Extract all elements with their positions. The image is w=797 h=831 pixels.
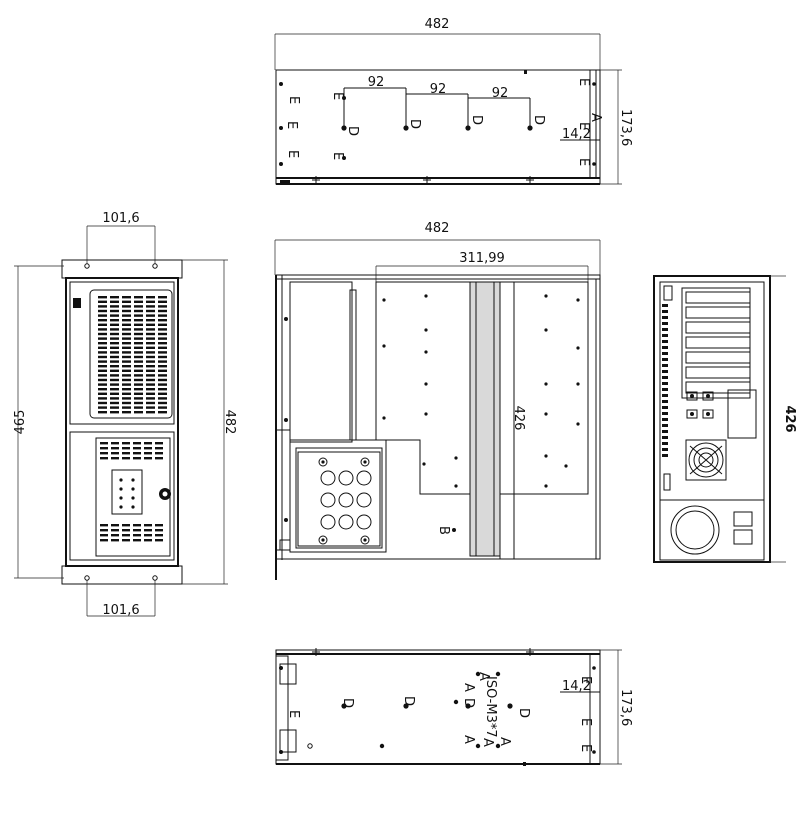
- bottom-hole-a-5: A: [497, 737, 512, 746]
- side-board-holes: [382, 294, 580, 488]
- top-pitch-2-label: 92: [430, 82, 447, 97]
- bottom-hole-e-4: E: [578, 744, 593, 752]
- bottom-hole-d-2: D: [401, 696, 416, 706]
- top-hole-e-8: E: [576, 158, 591, 166]
- rear-vents: [662, 304, 668, 457]
- top-pitch-3-label: 92: [492, 86, 509, 101]
- expansion-slots: [685, 291, 751, 394]
- top-hole-a-1: A: [588, 113, 603, 122]
- bottom-hole-a-1: A: [461, 683, 476, 692]
- front-right-height-label: 482: [222, 410, 237, 435]
- top-hole-e-2: E: [284, 121, 299, 129]
- top-hole-e-7: E: [576, 122, 591, 130]
- top-hole-e-4: E: [330, 92, 345, 100]
- bottom-hole-d-1: D: [340, 698, 355, 708]
- bottom-view: D D D D A A A A A ISO-M3*7 E E E E 14,2 …: [275, 648, 633, 766]
- top-pitch-1-label: 92: [368, 75, 385, 90]
- top-view: 482 92 92 92 D D D D: [274, 17, 633, 185]
- drive-bay-holes: [318, 457, 372, 545]
- bottom-hole-d-3: D: [461, 698, 476, 708]
- top-view-width-label: 482: [425, 17, 450, 32]
- front-view: 101,6 465 482 101,6: [13, 211, 237, 618]
- top-hole-d-1: D: [345, 126, 360, 136]
- bottom-hole-e-3: E: [578, 718, 593, 726]
- front-top-spacing-label: 101,6: [102, 211, 139, 226]
- rear-height-label: 426: [782, 405, 797, 432]
- bottom-hole-a-2: A: [476, 672, 491, 681]
- bottom-screw-note: ISO-M3*7: [483, 676, 498, 738]
- bottom-height-label: 173,6: [618, 689, 633, 726]
- rear-view: 426: [653, 275, 797, 563]
- side-hole-b-label: B: [436, 526, 451, 535]
- front-vents: [98, 296, 167, 542]
- top-hole-e-3: E: [285, 150, 300, 158]
- rear-io-ports: [686, 391, 714, 419]
- front-leds: [119, 478, 135, 509]
- top-hole-d-4: D: [531, 115, 546, 125]
- bottom-hole-a-4: A: [480, 738, 495, 747]
- top-hole-d-2: D: [407, 119, 422, 129]
- top-height-label: 173,6: [618, 109, 633, 146]
- top-hole-d-3: D: [469, 115, 484, 125]
- top-hole-e-6: E: [576, 78, 591, 86]
- side-inner-width-label: 311,99: [459, 251, 505, 266]
- top-hole-e-5: E: [330, 152, 345, 160]
- top-hole-e-1: E: [286, 96, 301, 104]
- side-width-label: 482: [425, 221, 450, 236]
- bottom-hole-a-3: A: [461, 735, 476, 744]
- bottom-hole-d-4: D: [516, 708, 531, 718]
- side-view: 482 311,99 426 B: [274, 221, 601, 580]
- side-depth-label: 426: [511, 406, 526, 431]
- bottom-hole-e-2: E: [578, 676, 593, 684]
- bottom-hole-e-1: E: [286, 710, 301, 718]
- front-left-height-label: 465: [13, 410, 28, 435]
- bottom-offset-label: 14,2: [562, 679, 591, 694]
- front-bottom-spacing-label: 101,6: [102, 603, 139, 618]
- top-offset-label: 14,2: [562, 127, 591, 142]
